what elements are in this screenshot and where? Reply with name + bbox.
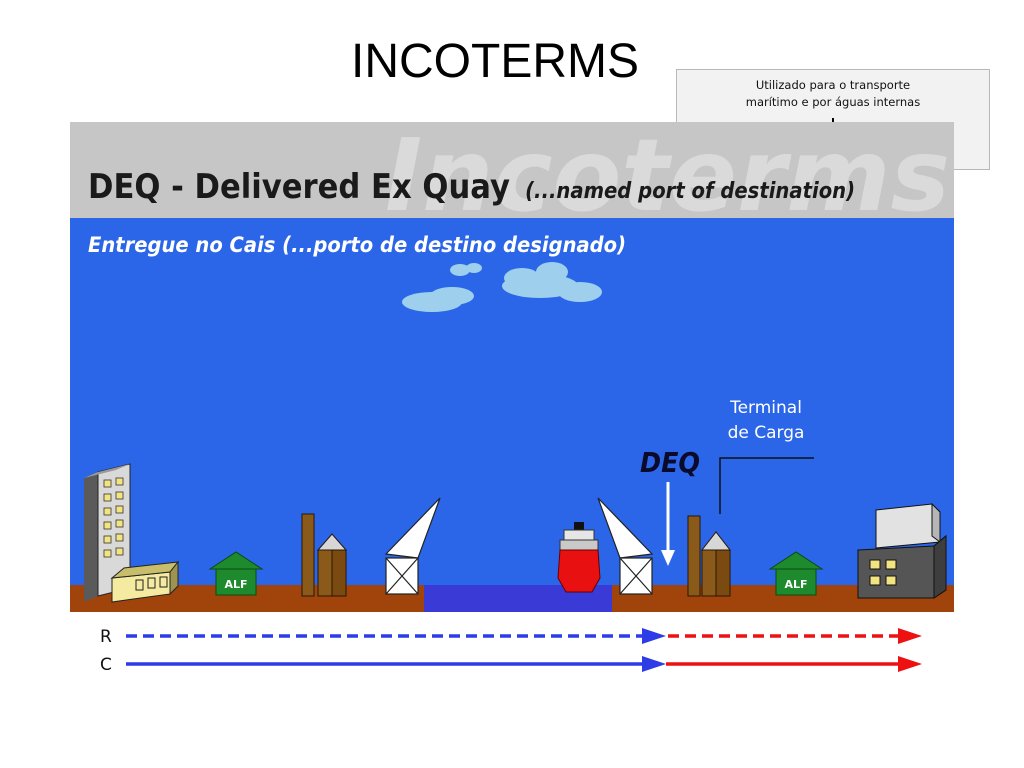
cost-seller-arrowhead	[642, 656, 666, 672]
deq-diagram: Incoterms DEQ - Delivered Ex Quay (...na…	[70, 122, 954, 614]
office-building	[84, 463, 131, 602]
warehouse-right: ALF	[768, 551, 824, 596]
cost-buyer-arrowhead	[898, 656, 922, 672]
scene-bottom-strip	[70, 612, 954, 614]
transport-line-2: marítimo e por águas internas	[745, 95, 921, 109]
portuguese-subtitle: Entregue no Cais (...porto de destino de…	[88, 233, 626, 257]
header-banner	[70, 122, 954, 218]
warehouse-left: ALF	[208, 551, 264, 596]
risk-label: R	[100, 627, 112, 647]
clouds	[402, 262, 602, 312]
crane-right	[597, 497, 654, 595]
cargo-ship	[557, 522, 601, 593]
risk-buyer-arrowhead	[898, 628, 922, 644]
factory-building	[110, 560, 180, 603]
warehouse-left-label: ALF	[224, 578, 247, 591]
warehouse-right-label: ALF	[784, 578, 807, 591]
incoterm-code-subtitle: (...named port of destination)	[525, 179, 855, 204]
deq-marker-label: DEQ	[640, 446, 700, 479]
incoterm-code: DEQ - Delivered Ex Quay	[88, 167, 510, 207]
silo-left	[301, 513, 348, 597]
page-title: INCOTERMS	[351, 35, 639, 88]
terminal-silo	[687, 515, 732, 597]
destination-building	[857, 502, 947, 599]
cost-label: C	[100, 655, 112, 675]
incoterm-code-title: DEQ - Delivered Ex Quay (...named port o…	[88, 167, 855, 207]
deq-marker-arrowhead	[661, 550, 675, 566]
crane-left	[384, 497, 441, 595]
transport-line-1: Utilizado para o transporte	[755, 78, 911, 92]
responsibility-flow: R C	[100, 627, 922, 675]
terminal-label-line2: de Carga	[728, 423, 805, 443]
terminal-label-line1: Terminal	[729, 398, 802, 418]
risk-seller-arrowhead	[642, 628, 666, 644]
banner-watermark: Incoterms	[385, 122, 950, 234]
terminal-leader-line	[719, 457, 814, 514]
